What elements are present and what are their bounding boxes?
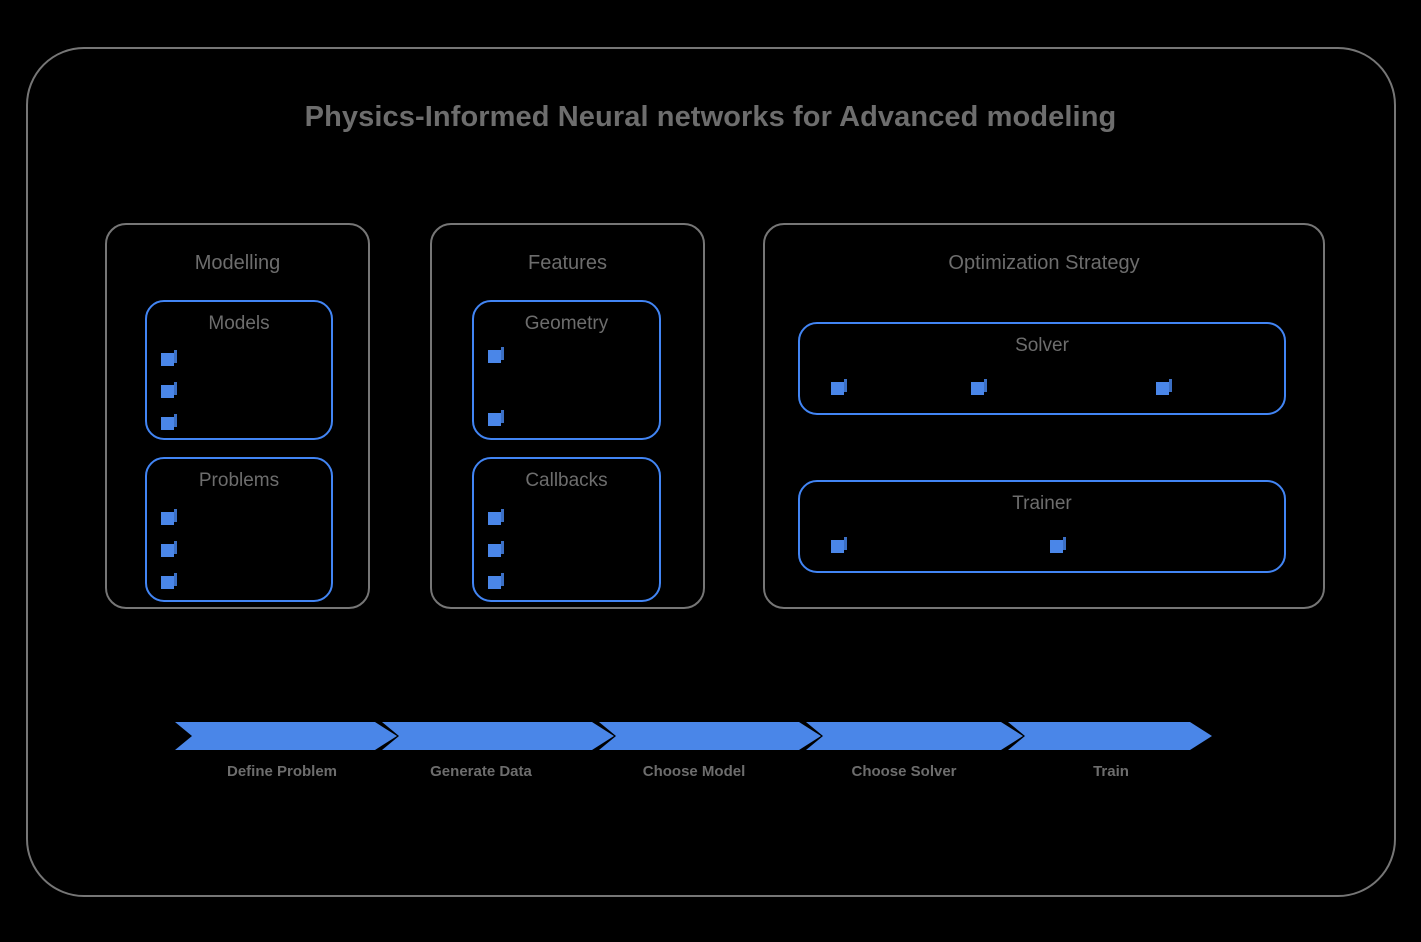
pipeline-chevron-4 bbox=[806, 722, 1023, 750]
bullet-cube bbox=[488, 573, 504, 589]
bullet-cube bbox=[488, 541, 504, 557]
pipeline-label-4: Choose Solver bbox=[851, 763, 957, 780]
pipeline-chevron-2 bbox=[382, 722, 614, 750]
box-trainer-label: Trainer bbox=[1012, 493, 1072, 514]
box-trainer[interactable]: Trainer bbox=[798, 480, 1286, 573]
group-optimization-strategy-label: Optimization Strategy bbox=[948, 252, 1140, 274]
outer-frame bbox=[26, 47, 1396, 897]
pipeline-label-5: Train bbox=[1093, 763, 1129, 780]
box-solver[interactable]: Solver bbox=[798, 322, 1286, 415]
bullet-cube bbox=[161, 573, 177, 589]
group-optimization-strategy: Optimization Strategy bbox=[763, 223, 1325, 609]
box-solver-label: Solver bbox=[1015, 335, 1069, 356]
bullet-cube bbox=[161, 541, 177, 557]
box-callbacks-label: Callbacks bbox=[525, 470, 608, 491]
pipeline-chevron-1 bbox=[175, 722, 397, 750]
pipeline: Define Problem Generate Data Choose Mode… bbox=[0, 705, 1421, 805]
group-features-label: Features bbox=[528, 252, 607, 274]
bullet-cube bbox=[161, 350, 177, 366]
bullet-cube bbox=[488, 347, 504, 363]
bullet-cube bbox=[161, 414, 177, 430]
box-models-label: Models bbox=[208, 313, 270, 334]
box-callbacks[interactable]: Callbacks bbox=[472, 457, 661, 602]
group-features: Features bbox=[430, 223, 705, 609]
box-problems[interactable]: Problems bbox=[145, 457, 333, 602]
box-problems-label: Problems bbox=[198, 470, 280, 491]
pipeline-chevron-5 bbox=[1008, 722, 1212, 750]
group-modelling: Modelling bbox=[105, 223, 370, 609]
pipeline-label-3: Choose Model bbox=[642, 763, 746, 780]
bullet-cube bbox=[971, 379, 987, 395]
box-geometry[interactable]: Geometry bbox=[472, 300, 661, 440]
bullet-cube bbox=[831, 379, 847, 395]
bullet-cube bbox=[1050, 537, 1066, 553]
group-modelling-label: Modelling bbox=[194, 252, 281, 274]
bullet-cube bbox=[161, 509, 177, 525]
bullet-cube bbox=[1156, 379, 1172, 395]
pipeline-label-1: Define Problem bbox=[226, 763, 338, 780]
pipeline-chevrons bbox=[175, 722, 1212, 750]
bullet-cube bbox=[161, 382, 177, 398]
page-title: Physics-Informed Neural networks for Adv… bbox=[304, 101, 1117, 133]
bullet-cube bbox=[488, 509, 504, 525]
pipeline-label-2: Generate Data bbox=[430, 763, 532, 780]
box-models[interactable]: Models bbox=[145, 300, 333, 440]
box-geometry-label: Geometry bbox=[524, 313, 609, 334]
bullet-cube bbox=[831, 537, 847, 553]
pipeline-chevron-3 bbox=[599, 722, 821, 750]
bullet-cube bbox=[488, 410, 504, 426]
